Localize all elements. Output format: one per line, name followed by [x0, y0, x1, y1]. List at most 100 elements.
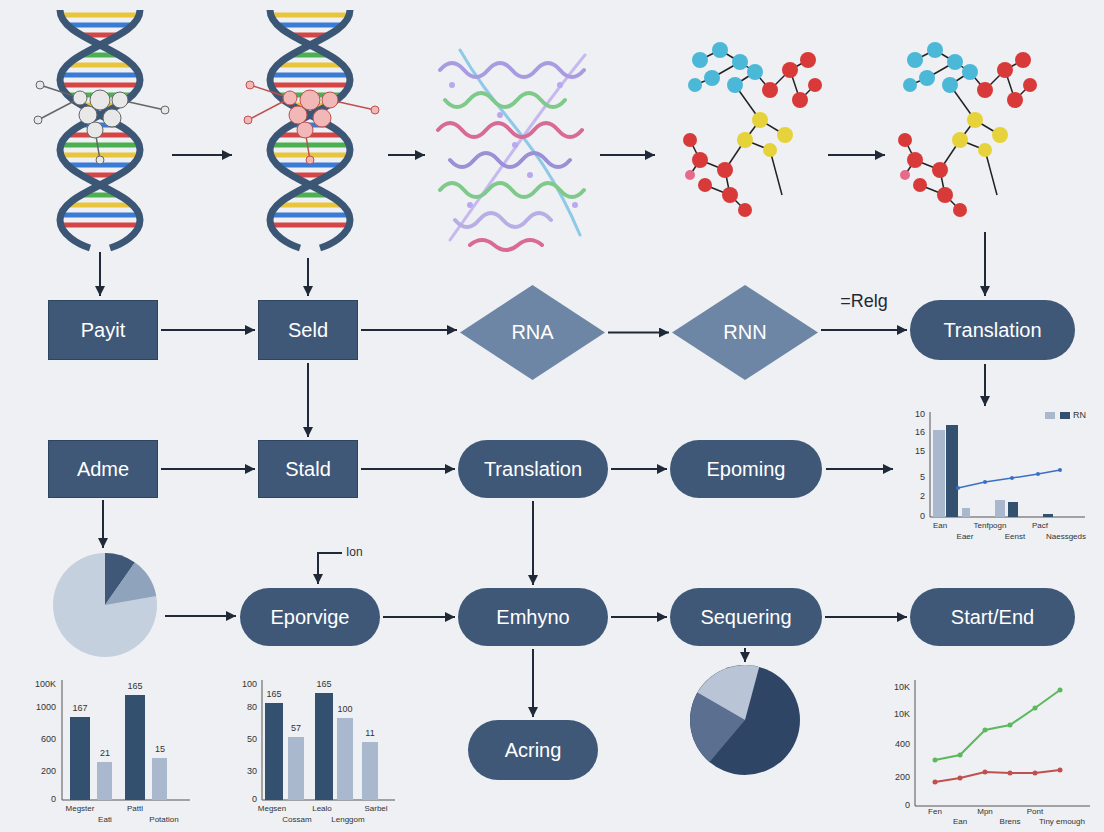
flow-arrow: [100, 155, 985, 662]
node-label: Translation: [484, 458, 582, 481]
flow-arrow: [821, 329, 907, 331]
pie-chart: [53, 553, 157, 657]
process-box: Stald: [258, 440, 358, 498]
chart-label: 200: [895, 773, 910, 783]
chart-label: 2: [920, 492, 925, 502]
protein-illustration: [438, 50, 585, 250]
chart-label: Eati: [98, 816, 112, 825]
node-label: Epoming: [707, 458, 786, 481]
bar-chart: [62, 680, 190, 800]
chart-label: 10K: [894, 683, 910, 693]
chart-label: 15: [915, 447, 925, 457]
flow-arrow: [608, 332, 669, 334]
chart-label: Tenfpogn: [974, 522, 1007, 531]
chart-label: 0: [905, 801, 910, 811]
chart-label: 10: [915, 410, 925, 420]
chart-label: 165: [316, 680, 331, 690]
terminal-pill: Eporvige: [240, 588, 380, 646]
chart-label: Tiny emough: [1039, 818, 1085, 827]
flow-arrow: [361, 468, 455, 470]
edge-label: =Relg: [838, 291, 890, 312]
node-label: Translation: [943, 319, 1041, 342]
node-label: Acring: [505, 739, 562, 762]
node-label: Adme: [77, 458, 129, 481]
chart-label: 100K: [35, 680, 56, 690]
node-label: Eporvige: [271, 606, 350, 629]
chart-label: 200: [41, 767, 56, 777]
chart-label: Ean: [933, 522, 947, 531]
flow-arrow: [532, 649, 534, 717]
node-label: RNN: [723, 321, 766, 344]
chart-label: 16: [915, 428, 925, 438]
flow-arrow: [161, 468, 255, 470]
flow-arrow: [611, 616, 667, 618]
chart-label: Megster: [66, 805, 95, 814]
flow-arrow: [825, 616, 907, 618]
flow-arrow: [611, 468, 667, 470]
flow-arrow: [383, 616, 455, 618]
process-box: Payit: [48, 300, 158, 360]
flow-arrow: [361, 329, 457, 331]
node-label: Payit: [81, 319, 125, 342]
chart-label: Lealo: [312, 805, 332, 814]
chart-label: Fen: [928, 808, 942, 817]
chart-label: 165: [266, 690, 281, 700]
chart-label: 100: [337, 705, 352, 715]
bar-line-chart: [930, 412, 1085, 517]
chart-label: Eenst: [1005, 533, 1025, 542]
pie-chart: [690, 665, 800, 775]
dna-helix: [244, 10, 379, 248]
chart-label: 167: [72, 704, 87, 714]
terminal-pill: Acring: [468, 720, 598, 780]
terminal-pill: Translation: [458, 440, 608, 498]
chart-label: Sarbel: [364, 805, 387, 814]
chart-label: Cossam: [282, 816, 311, 825]
chart-label: Ean: [953, 818, 967, 827]
chart-label: 10K: [894, 710, 910, 720]
flow-arrow: [532, 501, 534, 585]
chart-label: 50: [247, 735, 257, 745]
node-label: Seld: [288, 319, 328, 342]
chart-label: 5: [920, 473, 925, 483]
terminal-pill: Translation: [910, 300, 1075, 360]
process-box: Adme: [48, 440, 158, 498]
node-label: Start/End: [951, 606, 1034, 629]
chart-label: 1000: [36, 703, 56, 713]
chart-label: Brens: [1000, 818, 1021, 827]
flow-arrow: [307, 363, 309, 437]
chart-label: 0: [252, 795, 257, 805]
bar-chart: [262, 680, 395, 800]
dna-helix: [34, 10, 169, 248]
legend-label: RN: [1073, 411, 1086, 421]
diamond-shape: [460, 285, 605, 380]
decision-diamond: RNN: [672, 285, 818, 380]
flow-arrow: [161, 329, 255, 331]
chart-label: Pattl: [127, 805, 143, 814]
node-label: RNA: [511, 321, 553, 344]
legend-swatch: [1060, 412, 1070, 419]
chart-label: 11: [365, 729, 374, 739]
callout-label: Ion: [346, 546, 363, 559]
chart-label: 30: [247, 767, 257, 777]
diamond-shape: [672, 285, 818, 380]
chart-label: 15: [155, 745, 165, 755]
terminal-pill: Start/End: [910, 588, 1075, 646]
node-label: Emhyno: [496, 606, 569, 629]
chart-label: 600: [41, 735, 56, 745]
chart-label: 21: [100, 749, 110, 759]
chart-label: 165: [127, 682, 142, 692]
chart-label: Pont: [1027, 808, 1043, 817]
chart-label: Pacf: [1032, 522, 1048, 531]
process-box: Seld: [258, 300, 358, 360]
chart-label: Lenggom: [331, 816, 364, 825]
chart-label: Megsen: [258, 805, 286, 814]
chart-label: 100: [242, 680, 257, 690]
molecule-illustration: [898, 42, 1037, 217]
chart-label: 0: [920, 512, 925, 522]
terminal-pill: Emhyno: [458, 588, 608, 646]
line-chart: [915, 680, 1090, 806]
